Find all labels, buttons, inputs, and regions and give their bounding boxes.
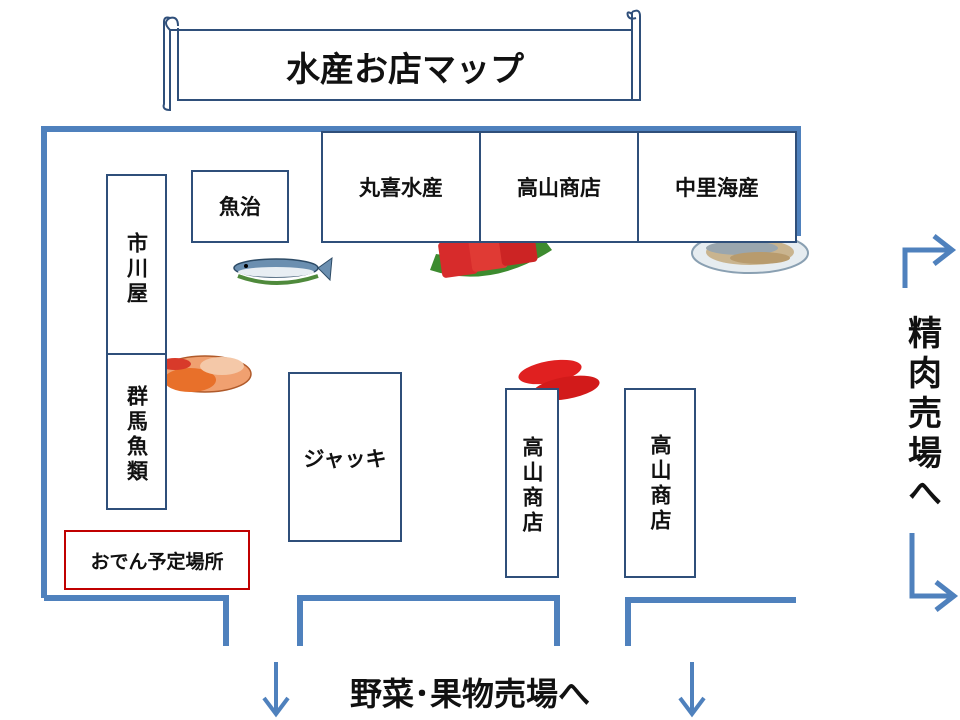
store-walls xyxy=(41,126,801,646)
shop-jakki[interactable]: ジャッキ xyxy=(288,372,402,542)
arrow-to-vegetables xyxy=(262,662,706,718)
shop-label: 丸喜水産 xyxy=(359,176,443,200)
shop-label: 高山商店 xyxy=(517,176,601,200)
shop-uoji[interactable]: 魚治 xyxy=(191,170,289,243)
shop-gunma-gyorui[interactable]: 群馬魚類 xyxy=(106,353,167,510)
shop-label: 中里海産 xyxy=(675,176,759,200)
shop-label: 高山商店 xyxy=(520,436,544,536)
page-title: 水産お店マップ xyxy=(286,49,524,90)
oden-label: おでん予定場所 xyxy=(90,550,224,573)
shop-marukisuisan[interactable]: 丸喜水産 xyxy=(321,131,481,243)
shop-label: 群馬魚類 xyxy=(124,385,149,485)
shop-label: 市川屋 xyxy=(124,231,149,307)
shop-takayama-right[interactable]: 高山商店 xyxy=(624,388,696,578)
vegetable-section-direction: 野菜･果物売場へ xyxy=(349,675,590,713)
shop-label: 魚治 xyxy=(219,195,261,219)
arrow-to-meat xyxy=(902,234,959,612)
shop-label: ジャッキ xyxy=(303,447,387,471)
shop-ichikawaya[interactable]: 市川屋 xyxy=(106,174,167,355)
title-scroll xyxy=(162,9,641,112)
oden-area[interactable]: おでん予定場所 xyxy=(64,530,250,590)
saury-fish-icon xyxy=(233,256,333,285)
shop-nakazato[interactable]: 中里海産 xyxy=(637,131,797,243)
dried-fish-plate-icon xyxy=(691,232,809,274)
shellfish-icon xyxy=(158,355,252,393)
shop-takayama-top[interactable]: 高山商店 xyxy=(479,131,639,243)
meat-section-direction: 精肉売場へ xyxy=(901,315,942,515)
shop-takayama-mid[interactable]: 高山商店 xyxy=(505,388,559,578)
shop-label: 高山商店 xyxy=(648,434,672,534)
